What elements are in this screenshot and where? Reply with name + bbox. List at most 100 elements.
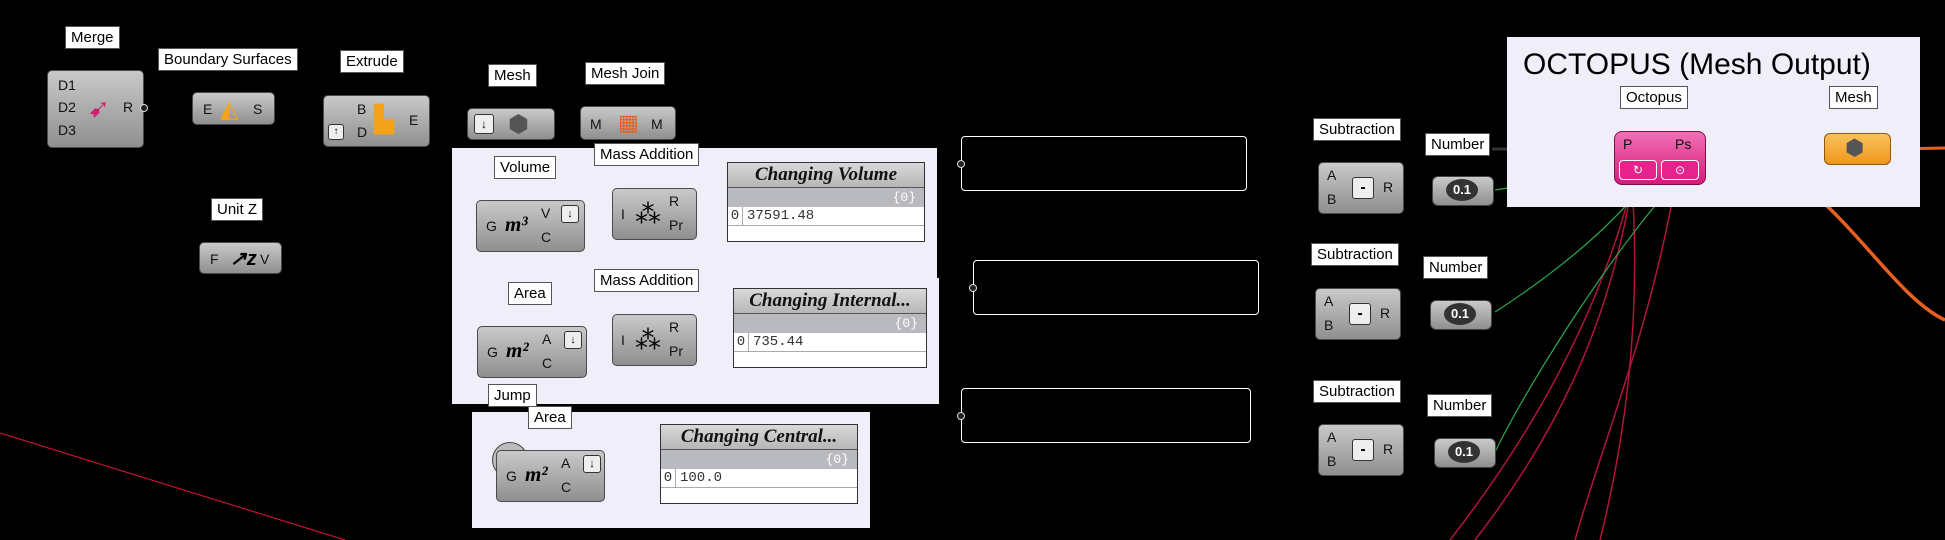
massadd2-input-i[interactable]: I [621,332,625,348]
merge-component[interactable]: D1 D2 D3 ➹ R [47,70,148,148]
subtraction-output-r[interactable]: R [1380,305,1391,321]
massadd1-output-r[interactable]: R [669,193,680,209]
boundary-output-s[interactable]: S [253,101,263,117]
volume-output-c[interactable]: C [541,229,552,245]
mass-addition-icon: ⁂ [635,325,661,355]
octopus-group [1507,37,1920,207]
extrude-output-e[interactable]: E [409,112,419,128]
massadd2-output-pr[interactable]: Pr [669,343,683,359]
area2-input-g[interactable]: G [506,468,517,484]
merge-output-grip[interactable] [140,104,148,112]
boundary-surfaces-component[interactable]: E ◭ S [192,92,275,125]
extrude-input-d[interactable]: D [357,124,368,140]
massadd1-input-i[interactable]: I [621,206,625,222]
mesh-output-label: Mesh [1829,86,1878,109]
panel-row-value: 37591.48 [747,208,815,224]
subtraction-component-3[interactable]: A B - R [1318,424,1404,476]
minus-icon: - [1349,303,1371,325]
unit-z-icon: ↗z [230,248,257,270]
number-component-2[interactable]: 0.1 [1430,300,1492,330]
mass-addition-component-2[interactable]: I ⁂ R Pr [612,314,697,366]
empty-panel-2[interactable] [969,260,1259,315]
volume-input-g[interactable]: G [486,218,497,234]
merge-input-d1[interactable]: D1 [58,77,76,93]
octopus-button-right[interactable]: ⊙ [1661,160,1699,180]
subtraction-input-b[interactable]: B [1324,317,1334,333]
area2-flatten-icon[interactable]: ↓ [583,455,601,473]
mesh-flatten-icon[interactable]: ↓ [474,114,494,134]
subtraction-input-b[interactable]: B [1327,453,1337,469]
subtraction-input-a[interactable]: A [1327,167,1337,183]
panel-row-index: 0 [734,333,749,351]
extrude-component[interactable]: B D ↑ ▙ E [323,95,430,147]
merge-arrows-icon: ➹ [88,93,110,123]
number-label: Number [1423,256,1489,279]
merge-input-d3[interactable]: D3 [58,122,76,138]
subtraction-input-a[interactable]: A [1324,293,1334,309]
number-component-1[interactable]: 0.1 [1432,176,1494,206]
octopus-output-ps[interactable]: Ps [1675,136,1692,152]
extrude-input-b[interactable]: B [357,101,367,117]
number-component-3[interactable]: 0.1 [1434,438,1496,468]
number-icon: 0.1 [1448,441,1480,463]
mesh-icon: ⬢ [508,111,529,138]
area1-output-c[interactable]: C [542,355,553,371]
empty-panel-3[interactable] [957,388,1251,443]
area1-output-a[interactable]: A [542,331,552,347]
mesh-label: Mesh [488,64,537,87]
area2-output-c[interactable]: C [561,479,572,495]
massadd2-output-r[interactable]: R [669,319,680,335]
massadd2-label: Mass Addition [594,269,700,292]
extrude-label: Extrude [340,50,404,73]
minus-icon: - [1352,439,1374,461]
area-component-1[interactable]: G m² A C ↓ [477,326,587,378]
merge-input-d2[interactable]: D2 [58,99,76,115]
boundary-surface-icon: ◭ [220,96,239,123]
empty-panel-grip[interactable] [969,283,977,292]
empty-panel-1[interactable] [957,136,1247,191]
volume-output-v[interactable]: V [541,205,551,221]
octopus-component[interactable]: P Ps ↻ ⊙ [1614,131,1706,185]
subtraction-label: Subtraction [1313,118,1401,141]
area-component-2[interactable]: G m² A C ↓ [496,450,605,502]
area1-input-g[interactable]: G [487,344,498,360]
boundary-input-e[interactable]: E [203,101,213,117]
octopus-input-p[interactable]: P [1623,136,1633,152]
merge-output-r[interactable]: R [123,99,134,115]
mesh-join-component[interactable]: M ▦ M [580,106,676,140]
extrude-graft-icon[interactable]: ↑ [328,124,344,140]
subtraction-output-r[interactable]: R [1383,441,1394,457]
meshjoin-output-m[interactable]: M [651,116,663,132]
panel-row-value: 100.0 [680,470,723,486]
mesh-component[interactable]: ↓ ⬢ [467,108,555,140]
unitz-output-v[interactable]: V [260,251,270,267]
area2-output-a[interactable]: A [561,455,571,471]
unit-z-component[interactable]: F ↗z V [199,242,282,274]
mass-addition-component-1[interactable]: I ⁂ R Pr [612,188,697,240]
subtraction-component-2[interactable]: A B - R [1315,288,1401,340]
volume-flatten-icon[interactable]: ↓ [561,205,579,223]
subtraction-component-1[interactable]: A B - R [1318,162,1404,214]
panel-row-value: 735.44 [753,334,804,350]
unitz-input-f[interactable]: F [210,251,219,267]
mesh-output-component[interactable]: ⬢ [1824,133,1891,165]
empty-panel-grip[interactable] [957,411,965,420]
meshjoin-input-m[interactable]: M [590,116,602,132]
subtraction-output-r[interactable]: R [1383,179,1394,195]
volume-component[interactable]: G m³ V C ↓ [476,200,585,252]
volume-label: Volume [494,156,557,179]
area-icon: m² [525,462,548,486]
boundary-label: Boundary Surfaces [158,48,298,71]
octopus-button-left[interactable]: ↻ [1619,160,1657,180]
empty-panel-grip[interactable] [957,159,965,168]
subtraction-input-a[interactable]: A [1327,429,1337,445]
mesh-join-icon: ▦ [618,110,639,135]
area1-flatten-icon[interactable]: ↓ [564,331,582,349]
massadd1-output-pr[interactable]: Pr [669,217,683,233]
subtraction-input-b[interactable]: B [1327,191,1337,207]
